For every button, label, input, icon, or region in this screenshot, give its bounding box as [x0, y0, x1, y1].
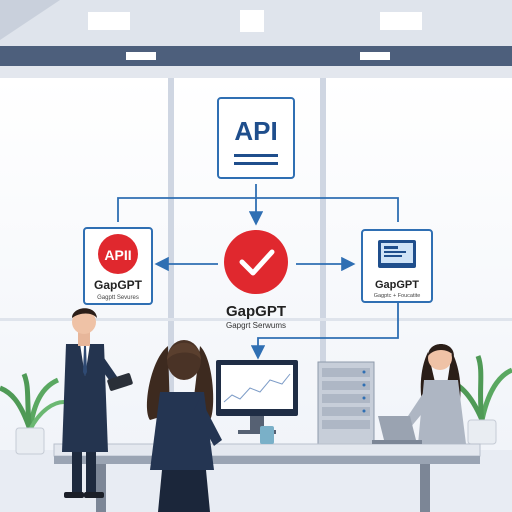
arrow-right-to-monitor [250, 300, 399, 360]
checkmark-icon [239, 249, 275, 276]
center-title: GapGPT [226, 303, 286, 320]
plant-icon [0, 373, 65, 455]
api-label: API [234, 116, 277, 146]
top-bus-line [117, 197, 399, 222]
checkmark-badge [224, 230, 288, 294]
right-title: GapGPT [375, 279, 419, 291]
ceiling-light [240, 10, 264, 32]
left-node: APII GapGPT Gagptt Sevures [83, 227, 153, 305]
api-node-top: API [217, 97, 295, 179]
server-rack-icon [317, 361, 375, 447]
connectors [117, 184, 399, 360]
tablet-icon [107, 373, 133, 391]
woman-seated-figure [372, 344, 466, 444]
center-subtitle: Gapgrt Serwums [226, 321, 286, 330]
api-badge-icon [98, 234, 138, 274]
woman-front-figure [146, 340, 222, 512]
left-subtitle: Gagptt Sevures [97, 295, 139, 301]
right-subtitle: Gagptc + Foucatite [374, 293, 421, 299]
cup-icon [260, 426, 274, 444]
left-badge-label: APII [104, 247, 131, 263]
laptop-icon [378, 416, 416, 440]
ceiling-light [380, 12, 422, 30]
right-node: GapGPT Gagptc + Foucatite [361, 229, 433, 303]
ceiling [0, 0, 512, 78]
desk-monitor [216, 360, 298, 434]
ceiling-light [88, 12, 130, 30]
left-title: GapGPT [94, 278, 143, 292]
center-node: GapGPT Gapgrt Serwums [224, 230, 288, 330]
man-figure [62, 308, 133, 498]
